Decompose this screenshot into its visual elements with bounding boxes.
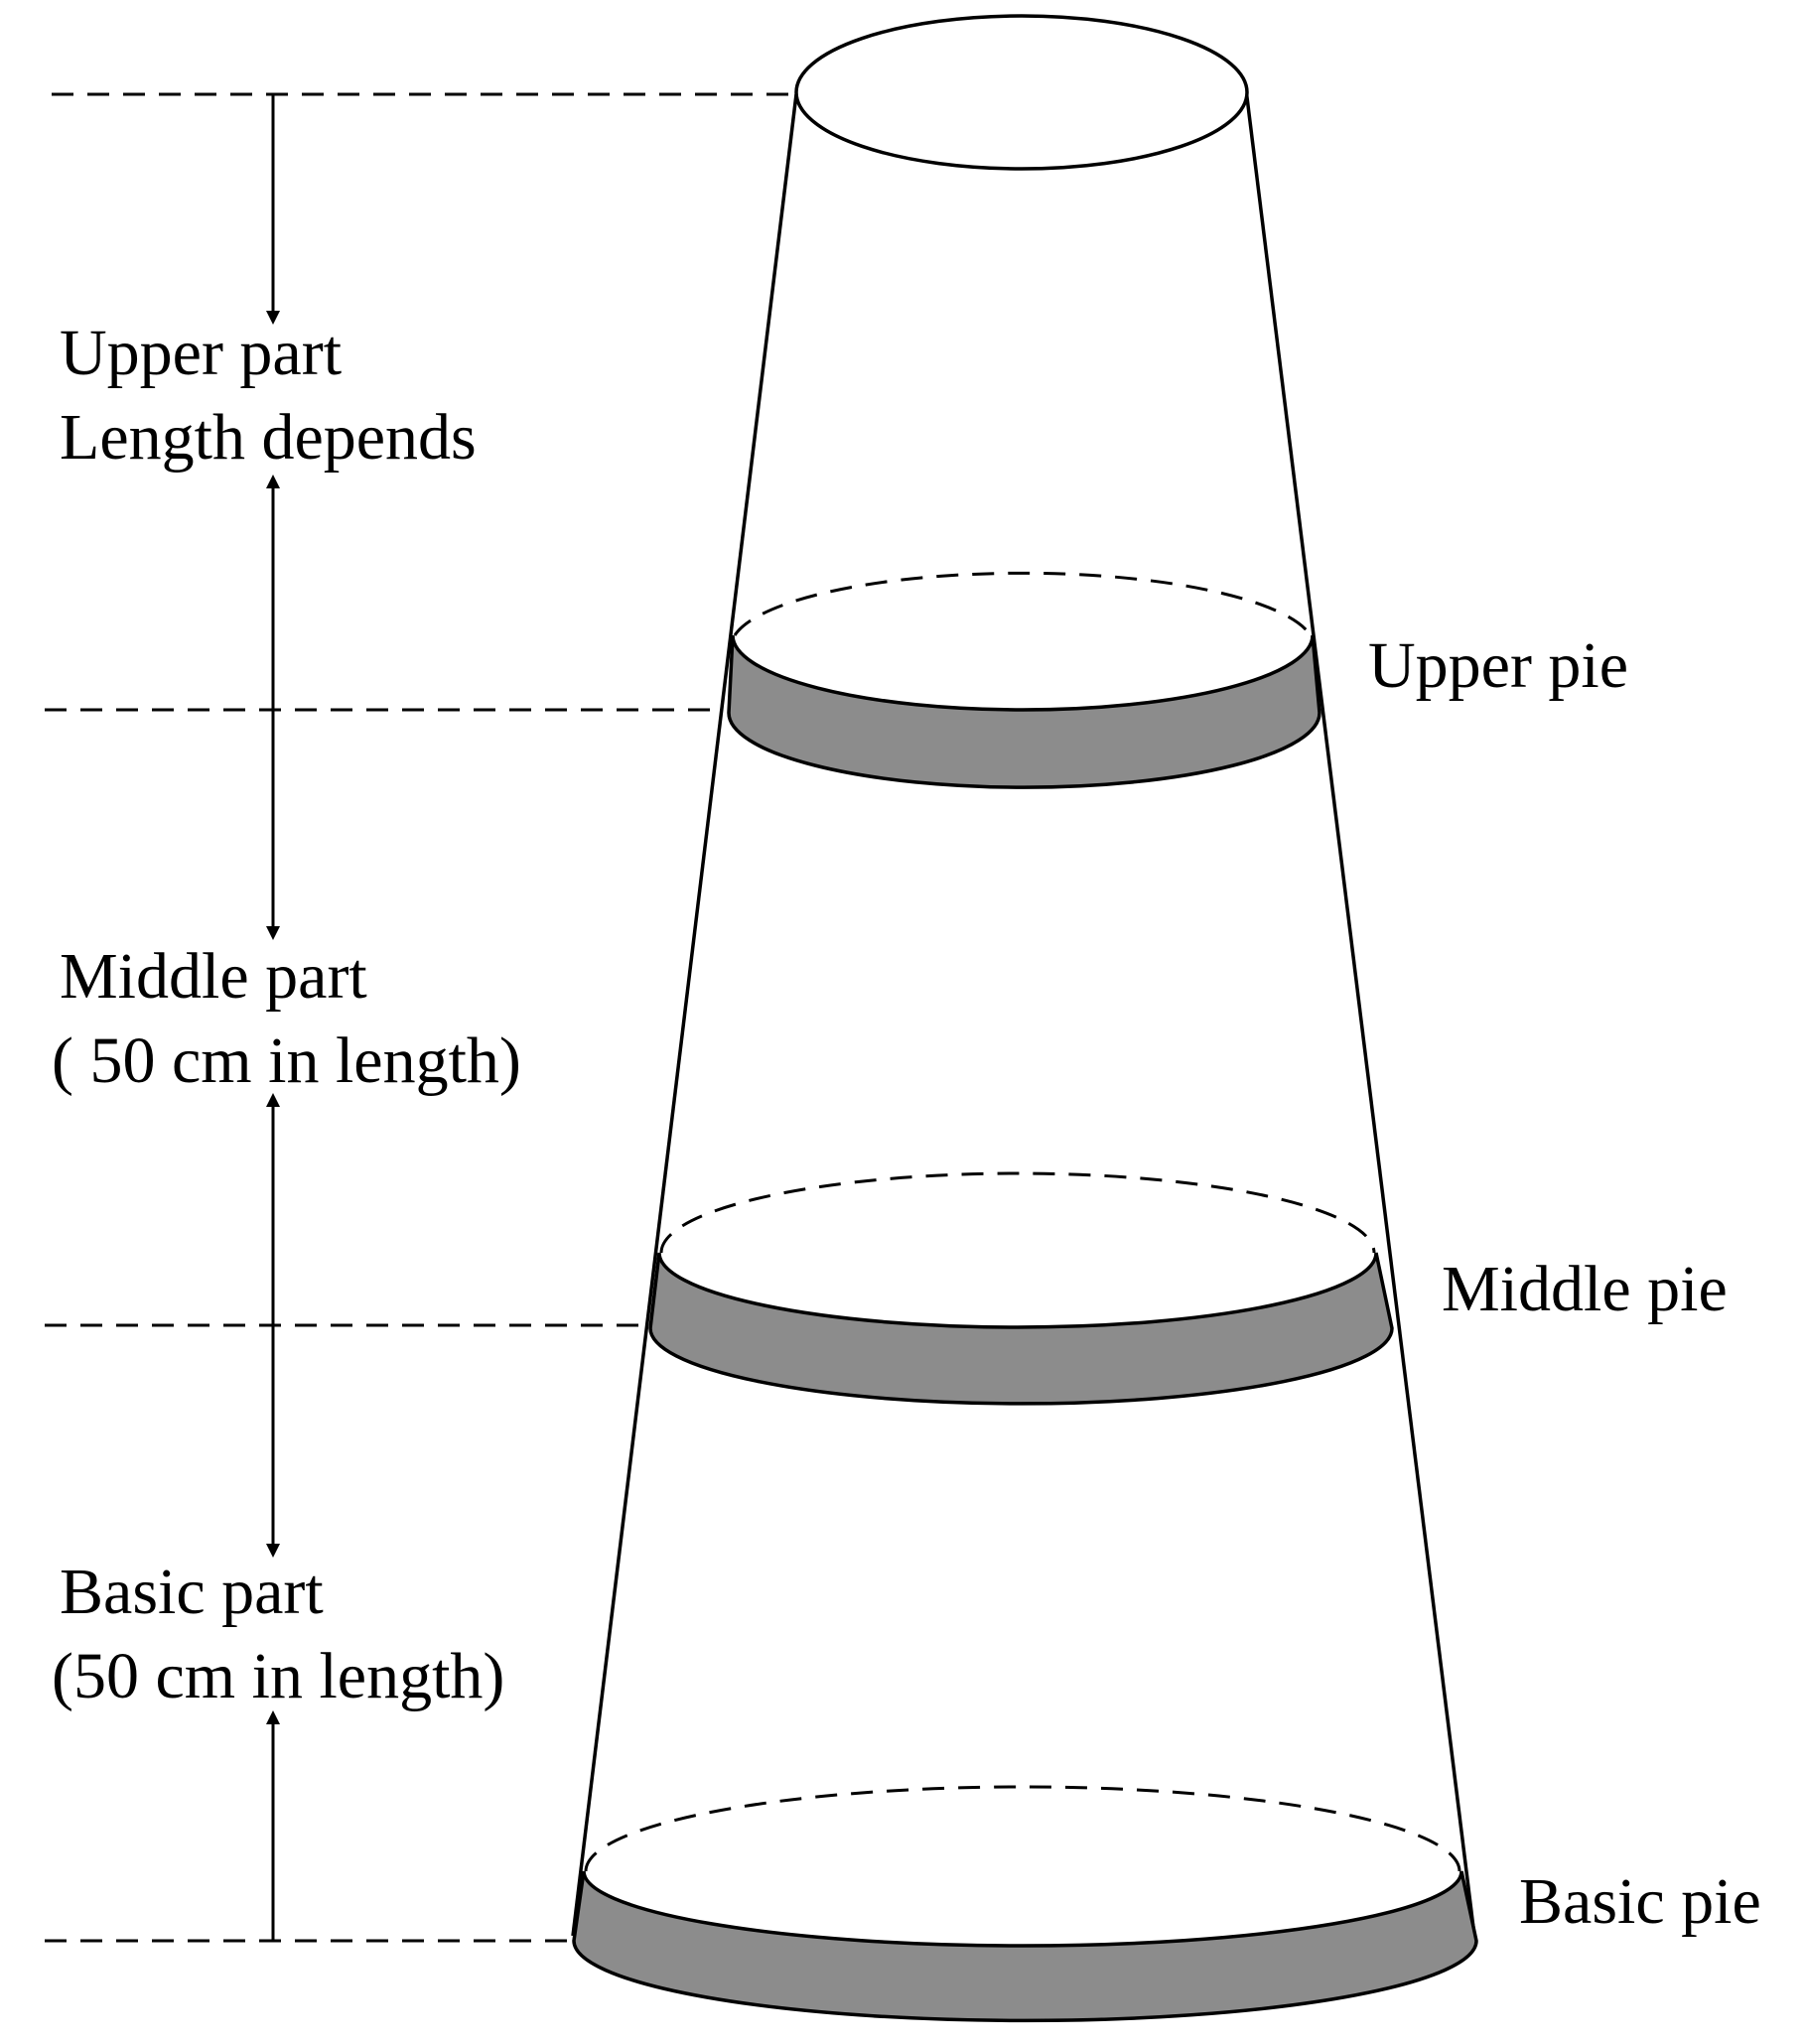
middle-part-detail-label: ( 50 cm in length)	[52, 1024, 521, 1097]
upper-part-detail-label: Length depends	[60, 401, 477, 474]
basic-part-detail-label: (50 cm in length)	[52, 1640, 504, 1712]
trunk-left-edge	[571, 93, 798, 1937]
middle-pie-back-edge	[659, 1171, 1376, 1254]
middle-part-label: Middle part	[60, 940, 367, 1013]
trunk-top-ellipse	[794, 14, 1249, 171]
basic-pie-band	[572, 1870, 1478, 2023]
upper-part-label: Upper part	[60, 317, 342, 389]
basic-pie-back-edge	[584, 1785, 1461, 1872]
basic-pie-label: Basic pie	[1519, 1865, 1761, 1938]
trunk-right-edge	[1244, 88, 1476, 1937]
middle-pie-band	[648, 1252, 1394, 1406]
upper-pie-band	[727, 634, 1321, 789]
upper-pie-back-edge	[733, 571, 1313, 636]
basic-part-label: Basic part	[60, 1556, 324, 1628]
upper-pie-label: Upper pie	[1368, 629, 1628, 702]
middle-pie-label: Middle pie	[1442, 1253, 1728, 1325]
